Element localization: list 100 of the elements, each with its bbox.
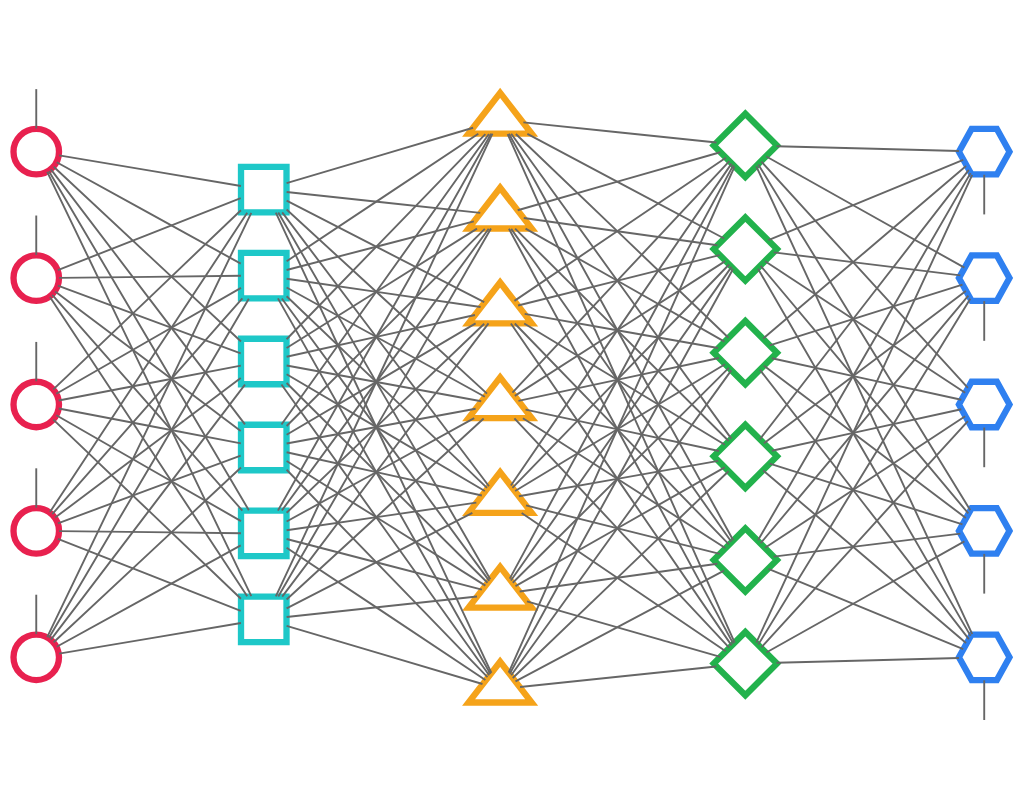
connector xyxy=(508,267,735,675)
connector xyxy=(511,159,731,394)
connector xyxy=(509,322,733,646)
connector xyxy=(514,227,730,442)
connector xyxy=(285,277,482,308)
connector xyxy=(516,150,722,211)
node-box xyxy=(237,421,290,473)
connector xyxy=(511,263,730,489)
connector xyxy=(514,362,726,492)
connector xyxy=(285,595,478,618)
connector xyxy=(35,593,38,635)
connector xyxy=(55,413,242,522)
connector xyxy=(507,132,735,541)
connector xyxy=(511,469,730,679)
node-circle xyxy=(10,378,63,430)
connector xyxy=(760,160,969,389)
node-triangle xyxy=(462,182,539,232)
connector xyxy=(763,289,967,444)
node-box xyxy=(237,249,290,301)
connector xyxy=(513,156,727,302)
connector xyxy=(280,132,490,425)
connector xyxy=(983,552,986,595)
connector xyxy=(285,322,486,514)
node-triangle xyxy=(462,656,539,706)
connector xyxy=(768,462,964,525)
connector xyxy=(519,665,718,688)
connector xyxy=(285,190,482,214)
connector xyxy=(54,376,242,519)
connector xyxy=(513,259,727,397)
connector xyxy=(285,199,486,303)
node-circle xyxy=(10,630,63,683)
connector xyxy=(524,227,726,342)
connector xyxy=(56,284,242,354)
connector xyxy=(764,414,967,549)
connector xyxy=(514,132,730,339)
connector xyxy=(285,468,489,678)
connector xyxy=(760,419,969,648)
node-triangle xyxy=(462,561,539,611)
node-triangle xyxy=(462,87,539,137)
connector xyxy=(35,340,38,382)
connector xyxy=(767,158,965,241)
connector xyxy=(274,211,493,674)
connector xyxy=(285,132,480,262)
node-diamond xyxy=(709,316,782,389)
connector xyxy=(285,459,487,587)
connector xyxy=(514,569,725,682)
node-circle xyxy=(10,251,63,304)
connector xyxy=(55,543,242,648)
connector xyxy=(518,562,719,592)
connector xyxy=(511,366,730,584)
connector xyxy=(759,368,970,640)
connector xyxy=(46,211,253,638)
connector xyxy=(983,678,986,721)
connector xyxy=(775,144,960,152)
connector xyxy=(517,459,720,497)
connector xyxy=(285,313,476,358)
connector xyxy=(759,294,970,544)
node-hexagon xyxy=(955,251,1014,304)
connector xyxy=(514,465,726,587)
connector xyxy=(58,621,242,655)
node-hexagon xyxy=(955,504,1014,557)
node-diamond xyxy=(709,523,782,596)
connector xyxy=(35,87,38,129)
connector xyxy=(770,356,963,401)
connector xyxy=(55,286,242,395)
connector xyxy=(507,227,735,645)
connector xyxy=(55,160,242,265)
connector xyxy=(509,162,733,486)
connector xyxy=(57,407,242,444)
node-triangle xyxy=(462,276,539,326)
connector xyxy=(49,383,246,641)
connector xyxy=(983,173,986,215)
connector xyxy=(764,259,967,394)
node-box xyxy=(237,163,290,216)
connector xyxy=(762,469,967,644)
connector xyxy=(285,286,486,398)
connector xyxy=(49,167,246,425)
connector xyxy=(58,529,242,534)
connector xyxy=(52,165,242,342)
connector xyxy=(285,417,485,600)
connector xyxy=(759,168,970,440)
connector xyxy=(274,132,494,597)
connector xyxy=(285,364,483,402)
node-circle xyxy=(10,504,63,557)
node-diamond xyxy=(709,419,782,492)
connector xyxy=(280,383,491,676)
connector xyxy=(772,532,962,558)
connector xyxy=(285,208,488,395)
connector xyxy=(762,164,967,339)
node-box xyxy=(237,592,290,645)
connector xyxy=(285,501,478,531)
connector xyxy=(285,511,474,609)
connector xyxy=(285,294,488,489)
connector xyxy=(772,250,962,276)
connector xyxy=(525,504,721,555)
connector xyxy=(277,132,493,512)
connector xyxy=(983,299,986,342)
connector xyxy=(523,322,726,446)
connector xyxy=(56,196,242,271)
connector xyxy=(520,511,727,652)
